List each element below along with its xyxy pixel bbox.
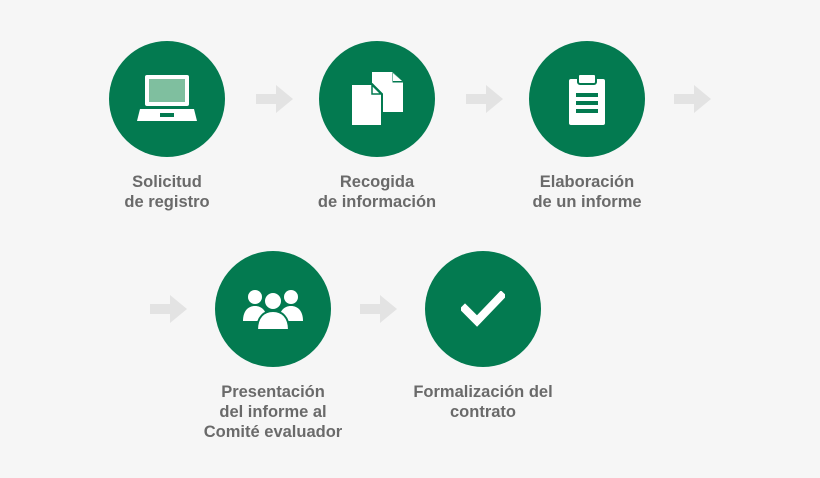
checkmark-icon: [461, 291, 505, 327]
clipboard-icon: [569, 73, 605, 125]
arrow-icon: [150, 295, 187, 323]
arrow-icon: [674, 85, 711, 113]
step-3-circle: [529, 41, 645, 157]
group-icon: [243, 290, 303, 331]
step-5-circle: [425, 251, 541, 367]
step-1-label: Solicitud de registro: [124, 173, 210, 211]
step-3-label: Elaboración de un informe: [532, 173, 642, 211]
documents-icon: [350, 72, 403, 127]
arrow-icon: [360, 295, 397, 323]
arrow-icon: [256, 85, 293, 113]
step-2-circle: [319, 41, 435, 157]
step-4-label: Presentación del informe al Comité evalu…: [203, 383, 343, 441]
laptop-icon: [137, 75, 197, 121]
arrow-icon: [466, 85, 503, 113]
step-2-label: Recogida de información: [317, 173, 437, 211]
step-1-circle: [109, 41, 225, 157]
step-5-label: Formalización del contrato: [413, 383, 553, 421]
step-4-circle: [215, 251, 331, 367]
